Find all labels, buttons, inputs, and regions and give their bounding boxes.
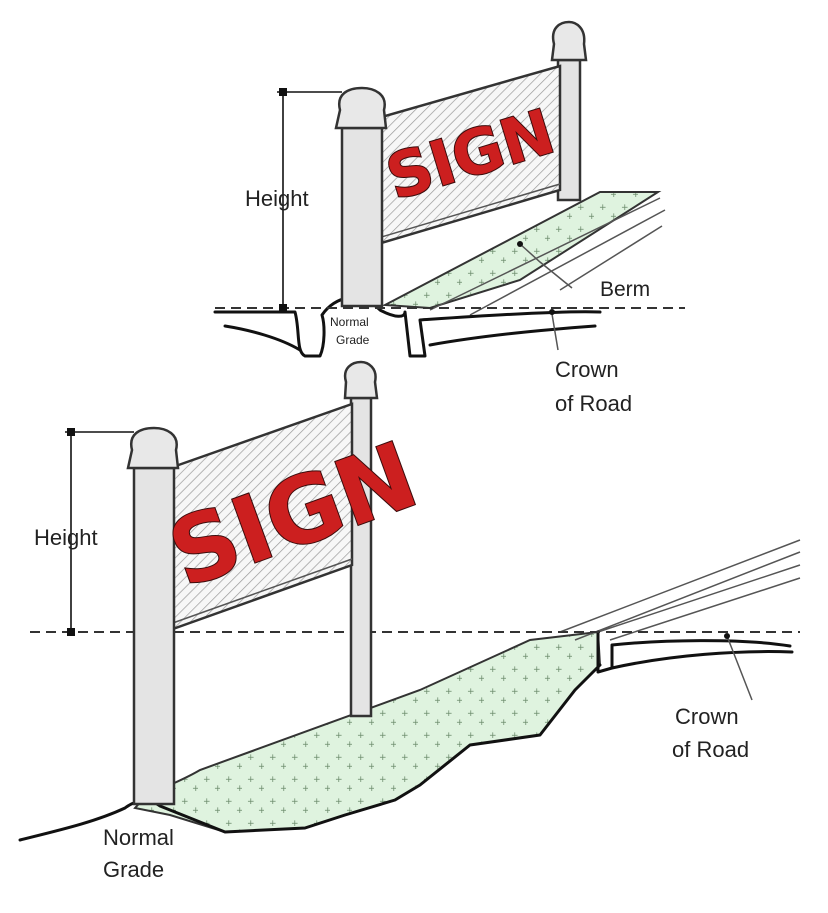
bottom-right-post-cap: [343, 360, 379, 400]
bottom-crown-leader: [726, 635, 753, 701]
bottom-road-surface: [596, 630, 792, 674]
bottom-height-label: Height: [34, 525, 98, 550]
top-berm-leader-dot: [517, 241, 523, 247]
bottom-diagram: SIGN Height Normal Grade Crown of Road: [18, 360, 801, 882]
top-height-marker-bottom: [279, 304, 287, 312]
top-berm-label: Berm: [600, 278, 650, 301]
top-berm-leader: [519, 243, 573, 289]
top-crown-label-line2: of Road: [555, 391, 632, 416]
bottom-road-under: [610, 650, 794, 670]
bottom-normal-grade-label-line1: Normal: [103, 825, 174, 850]
bottom-panel-rail: [169, 558, 353, 625]
top-berm: [381, 191, 662, 310]
bottom-crown-label-line2: of Road: [672, 737, 749, 762]
top-left-post-cap: [334, 86, 388, 130]
top-height-label: Height: [245, 186, 309, 211]
bottom-road-edge-lines: [559, 539, 801, 641]
top-right-post: [556, 58, 582, 202]
bottom-crown-label-line1: Crown: [675, 704, 739, 729]
bottom-crown-leader-dot: [724, 633, 730, 639]
bottom-height-marker-top: [67, 428, 75, 436]
top-right-post-cap: [550, 20, 588, 62]
top-left-post: [340, 126, 384, 308]
top-height-marker-top: [279, 88, 287, 96]
top-normal-grade-label-line1: Normal: [330, 315, 369, 329]
bottom-normal-grade-label-line2: Grade: [103, 857, 164, 882]
top-ground-lower: [223, 324, 597, 352]
top-panel-rail: [377, 183, 561, 239]
top-normal-grade-label-line2: Grade: [336, 333, 370, 347]
top-crown-leader-dot: [549, 309, 555, 315]
top-crown-label-line1: Crown: [555, 357, 619, 382]
top-road-edge-lines: [429, 197, 666, 316]
bottom-height-marker-bottom: [67, 628, 75, 636]
bottom-left-post-cap: [126, 426, 180, 470]
top-diagram: SIGN Height Normal Grade Berm Crown of R…: [213, 20, 685, 416]
top-crown-leader: [551, 313, 559, 351]
